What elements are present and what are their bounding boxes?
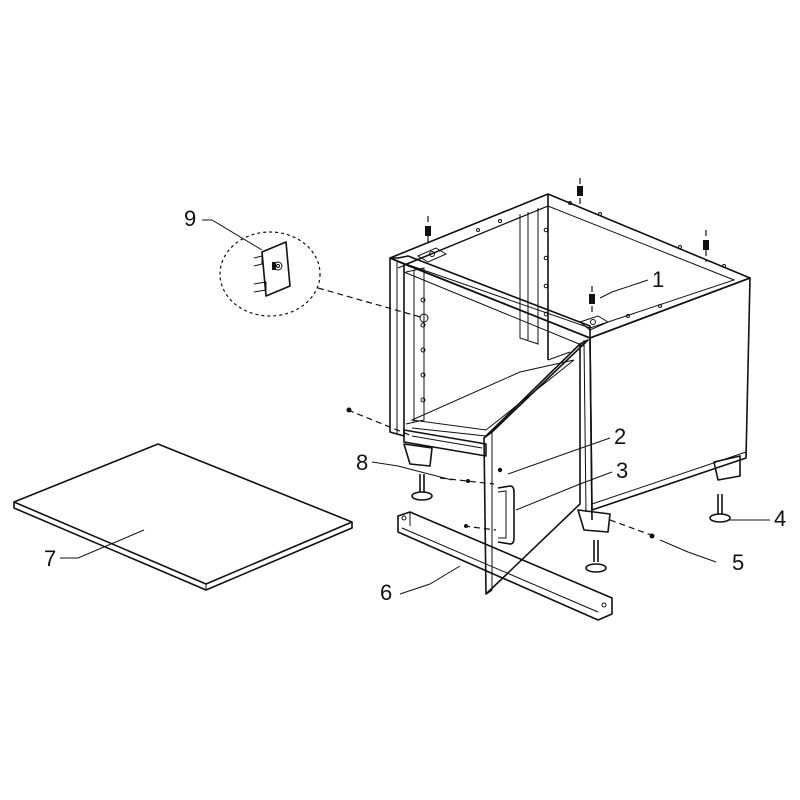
leader-lines: [60, 219, 770, 595]
top-screws: [425, 178, 709, 316]
callout-5: 5: [732, 550, 744, 575]
cabinet-frame: [389, 193, 751, 533]
door-handle: [497, 485, 515, 545]
callout-6: 6: [380, 580, 392, 605]
callout-7: 7: [44, 546, 56, 571]
cabinet-door: [483, 339, 589, 595]
callout-9: 9: [184, 206, 196, 231]
bracket-detail: [219, 231, 321, 317]
callout-2: 2: [614, 424, 626, 449]
assembly-lines: [317, 287, 655, 539]
shelf-panel: [13, 443, 353, 591]
callout-1: 1: [652, 267, 664, 292]
callout-8: 8: [356, 450, 368, 475]
adjustable-foot: [411, 474, 731, 573]
callout-3: 3: [616, 458, 628, 483]
kick-plate: [397, 511, 613, 621]
callout-4: 4: [774, 506, 786, 531]
